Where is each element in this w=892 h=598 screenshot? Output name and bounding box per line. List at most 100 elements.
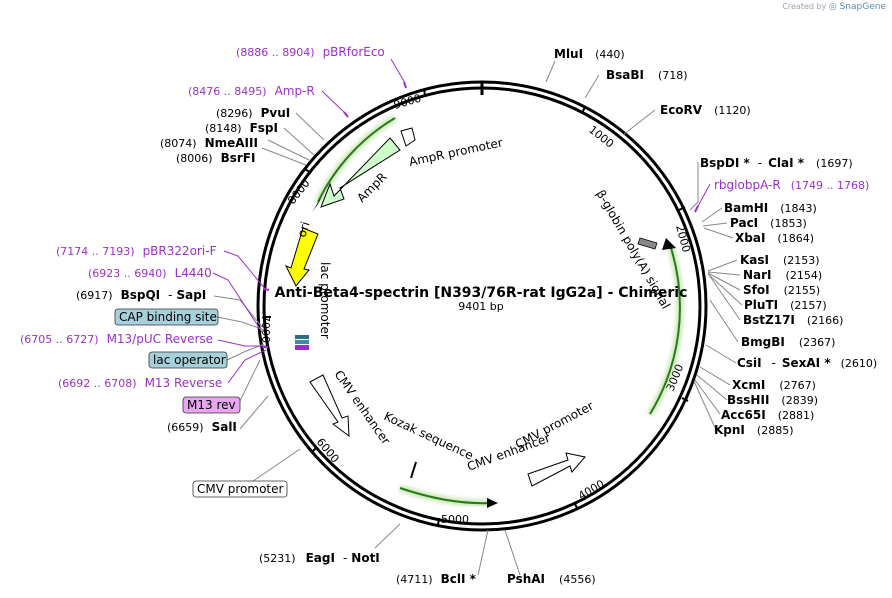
primer-pbr322ori-range: (7174 .. 7193) xyxy=(56,245,135,258)
leader-lines xyxy=(213,60,743,576)
svg-text:(8476 .. 8495)Amp-R: (8476 .. 8495)Amp-R xyxy=(188,84,315,98)
leader-bamhi xyxy=(701,207,723,223)
tick-label-9000: 9000 xyxy=(392,92,422,112)
ampr-promoter-arrow xyxy=(400,127,416,147)
svg-text:MluI(440): MluI(440) xyxy=(554,47,625,61)
leader-lac-operator xyxy=(226,343,265,361)
site-sfoi-pos: (2155) xyxy=(784,284,821,297)
svg-text:BssHII(2839): BssHII(2839) xyxy=(727,393,818,407)
site-paci-pos: (1853) xyxy=(770,217,807,230)
primer-m13reverse-range: (6692 .. 6708) xyxy=(58,377,137,390)
ampr-highlight-arrowhead xyxy=(312,196,322,212)
m13-rev-mark xyxy=(295,345,309,350)
svg-text:KpnI(2885): KpnI(2885) xyxy=(714,423,793,437)
site-nmeaiii-name: NmeAIII xyxy=(205,136,258,150)
orf-right-arrowhead xyxy=(662,238,676,250)
svg-text:rbglobpA-R(1749 .. 1768): rbglobpA-R(1749 .. 1768) xyxy=(714,178,869,192)
tick-mark-1000 xyxy=(581,106,586,114)
leader-bstz17i xyxy=(708,274,741,321)
svg-text:PluTI(2157): PluTI(2157) xyxy=(744,298,827,312)
site-ecorv-pos: (1120) xyxy=(714,104,751,117)
leader-clai xyxy=(689,162,699,211)
svg-text:EcoRV(1120): EcoRV (1120) xyxy=(660,103,751,117)
lac-promoter-label: lac promoter xyxy=(318,262,332,339)
m13-rev-label: M13 rev xyxy=(187,398,236,412)
site-pluti-name: PluTI xyxy=(744,298,778,312)
site-bspqi-pos: (6917) xyxy=(76,289,113,302)
svg-text:(6659)SalI: (6659)SalI xyxy=(167,420,237,434)
leader-nmeaiii xyxy=(267,139,310,161)
leader-m13-reverse xyxy=(227,349,267,384)
mark-pbrforeco xyxy=(403,81,407,89)
snapgene-credit: Created by ◎ SnapGene xyxy=(782,2,886,12)
cmv-enhancer-left-arrow xyxy=(309,374,350,438)
svg-text:(8074)NmeAIII: (8074) NmeAIII xyxy=(160,136,258,150)
plasmid-length: 9401 bp xyxy=(458,300,503,313)
lac-operator-box xyxy=(148,351,228,369)
mark-ampr-primer xyxy=(343,111,349,118)
svg-text:XcmI(2767): XcmI(2767) xyxy=(732,378,816,392)
site-kpni-pos: (2885) xyxy=(757,424,794,437)
tick-label-7000: 7000 xyxy=(259,315,272,343)
leader-pluti xyxy=(707,273,743,306)
leader-sali xyxy=(239,395,269,430)
primer-ampr-name: Amp-R xyxy=(275,84,315,98)
ampr-arrow xyxy=(320,137,401,208)
leader-pshai xyxy=(504,529,521,576)
svg-text:PshAI(4556): PshAI(4556) xyxy=(507,572,596,586)
leader-ampr-primer xyxy=(321,90,347,115)
leader-bsrfi xyxy=(261,147,307,166)
svg-text:BmgBI(2367): BmgBI (2367) xyxy=(741,335,835,349)
tick-label-4000: 4000 xyxy=(576,477,607,502)
leader-kpni xyxy=(693,380,717,431)
plasmid-title: Anti-Beta4-spectrin [N393/76R-rat IgG2a]… xyxy=(275,285,688,313)
cap-binding-site-box xyxy=(114,308,219,326)
svg-text:PacI(1853): PacI(1853) xyxy=(730,216,807,230)
cmv-promoter-box xyxy=(192,480,288,498)
mark-rbglobpa xyxy=(694,205,699,213)
tick-label-2000: 2000 xyxy=(673,223,693,253)
leader-fspi xyxy=(283,127,315,156)
leader-pbrforeco xyxy=(390,58,406,84)
tick-mark-4000 xyxy=(574,503,579,511)
site-pshai-name: PshAI xyxy=(507,572,545,586)
snapgene-logo: ◎ SnapGene xyxy=(828,2,886,12)
site-labels-left: (8886 .. 8904)pBRforEco (8476 .. 8495)Am… xyxy=(20,45,385,434)
site-bsabi-pos: (718) xyxy=(658,69,688,82)
site-nmeaiii-pos: (8074) xyxy=(160,137,197,150)
primer-leaders xyxy=(212,58,711,384)
leader-sapi xyxy=(213,295,263,328)
primer-m13puc-range: (6705 .. 6727) xyxy=(20,333,99,346)
credit-prefix: Created by xyxy=(782,2,827,11)
cmv-promoter-right-label: CMV promoter xyxy=(513,399,596,452)
site-clai-name: ClaI * xyxy=(768,156,805,170)
leader-mlui xyxy=(545,60,556,83)
leader-bsshii xyxy=(696,374,728,401)
leader-bcli xyxy=(477,529,489,576)
primer-marks xyxy=(262,81,699,348)
ori-arrow xyxy=(284,227,319,287)
site-kasi-name: KasI xyxy=(740,253,769,267)
leader-m13-rev xyxy=(237,359,261,406)
svg-text:CsiI-SexAI *(2610): CsiI-SexAI *(2610) xyxy=(737,356,877,370)
leader-ecorv xyxy=(622,109,656,136)
site-bsshii-pos: (2839) xyxy=(781,394,818,407)
site-xcmi-name: XcmI xyxy=(732,378,765,392)
site-bspqi-name: BspQI xyxy=(121,288,161,302)
site-mlui-pos: (440) xyxy=(595,48,625,61)
leader-l4440 xyxy=(212,272,263,333)
svg-text:SfoI(2155): SfoI(2155) xyxy=(743,283,820,297)
leader-pvui xyxy=(295,112,325,141)
svg-text:(6692 .. 6708)M13 Reverse: (6692 .. 6708)M13 Reverse xyxy=(58,376,222,390)
cmv-enhancer-left-label: CMV enhancer xyxy=(332,368,394,448)
leader-bmgbi xyxy=(709,299,739,343)
site-csii-name: CsiI xyxy=(737,356,762,370)
site-bmgbi-pos: (2367) xyxy=(799,336,836,349)
orf-right-highlight-line xyxy=(649,247,681,415)
boxed-labels: CAP binding site lac operator M13 rev CM… xyxy=(114,308,288,498)
tick-label-1000: 1000 xyxy=(586,123,616,150)
site-xbai-pos: (1864) xyxy=(777,232,814,245)
site-bmgbi-name: BmgBI xyxy=(741,335,785,349)
site-acc65i-pos: (2881) xyxy=(778,409,815,422)
site-ecorv-name: EcoRV xyxy=(660,103,703,117)
